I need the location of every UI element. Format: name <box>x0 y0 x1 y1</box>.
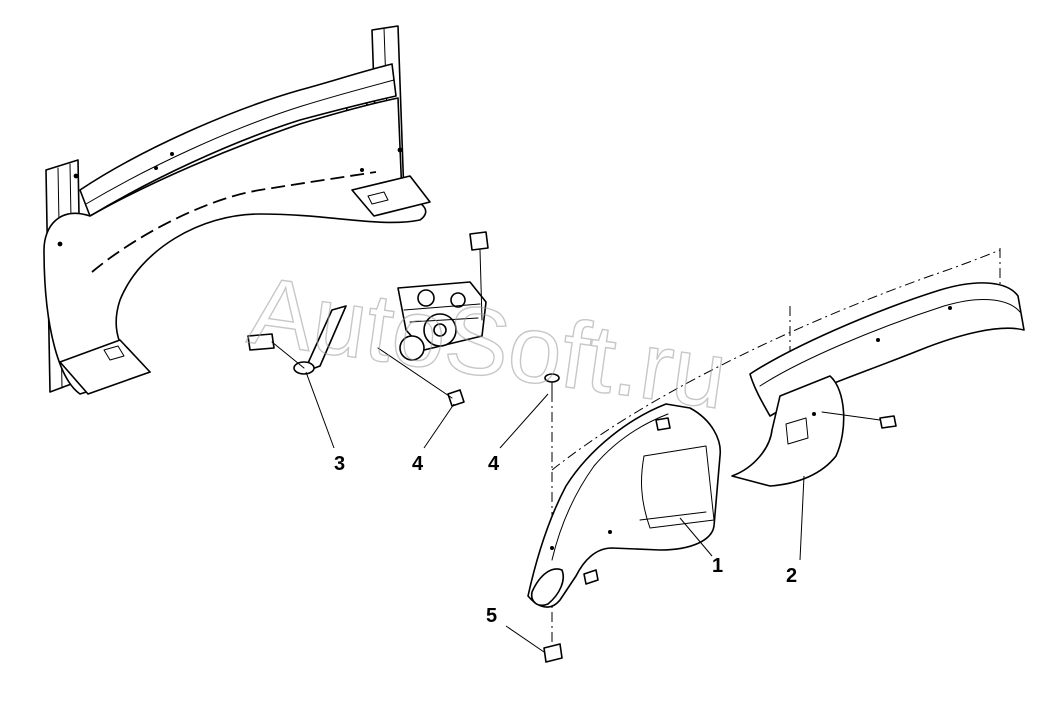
cab-wheel-arch <box>43 25 431 395</box>
callout-2: 2 <box>786 565 797 587</box>
support-bracket-part-3 <box>247 305 347 375</box>
leader-lines <box>305 371 805 653</box>
callout-3: 3 <box>334 453 345 475</box>
callout-5: 5 <box>486 605 497 627</box>
callout-labels: 1 2 3 4 4 5 <box>334 453 797 627</box>
callout-1: 1 <box>712 555 723 577</box>
mounting-mechanism <box>397 231 489 361</box>
front-fender-panel-part-1 <box>527 248 1001 608</box>
bolt-part-4-left <box>377 347 465 407</box>
callout-4-right: 4 <box>488 453 500 475</box>
nut-clip-part-5 <box>543 643 563 663</box>
watermark-text: AutoSoft.ru <box>243 257 733 430</box>
rear-fender-panel-part-2 <box>731 282 1025 487</box>
callout-4-left: 4 <box>412 453 424 475</box>
